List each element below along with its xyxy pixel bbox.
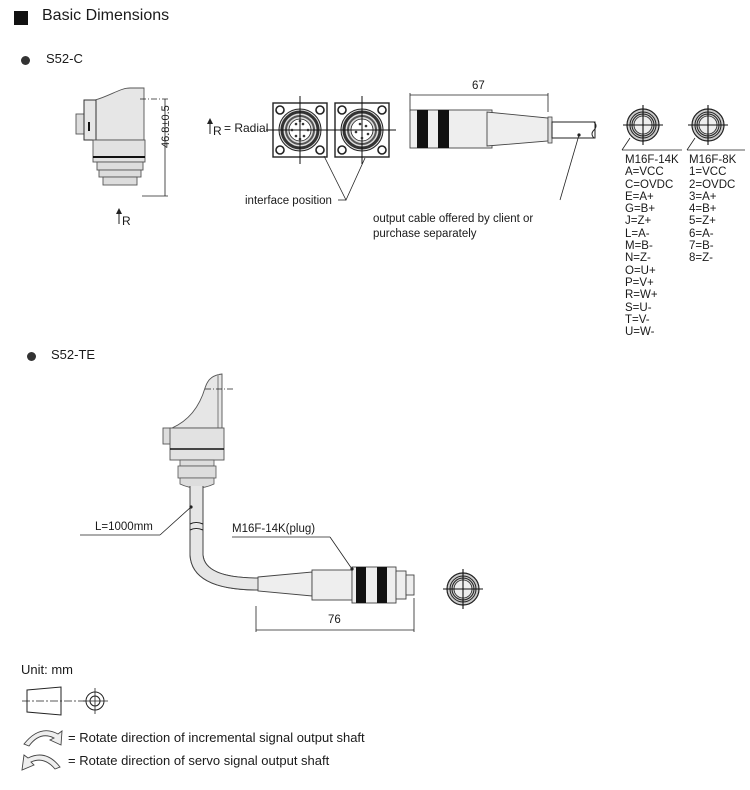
pin-assignment: G=B+ — [625, 203, 656, 216]
s52c-connector-drawing — [409, 93, 597, 201]
connector-face-8k — [326, 94, 398, 166]
projection-symbol-icon — [22, 686, 108, 716]
section-title-s52te: S52-TE — [51, 347, 96, 362]
interface-position-label: interface position — [245, 195, 332, 207]
pin-assignment: N=Z- — [625, 252, 651, 265]
height-dimension: 46.8±0.5 — [160, 105, 172, 148]
pin-assignment: J=Z+ — [625, 215, 652, 228]
unit-label: Unit: mm — [21, 662, 73, 677]
pin-assignment: 4=B+ — [689, 203, 717, 216]
s52c-encoder-drawing — [75, 87, 168, 224]
pin-assignment: U=W- — [625, 326, 655, 339]
plug-length-dimension: 76 — [328, 614, 341, 626]
plug-face-icon — [442, 568, 484, 610]
bullet-icon — [27, 352, 36, 361]
pin-assignment: O=U+ — [625, 264, 656, 277]
pin-assignment: M=B- — [625, 240, 653, 253]
servo-rotation-text: = Rotate direction of servo signal outpu… — [68, 753, 330, 768]
radial-arrow-label: R — [122, 214, 131, 228]
pin-assignment: R=W+ — [625, 289, 658, 302]
pin-assignment: 7=B- — [689, 240, 714, 253]
pin-assignment: T=V- — [625, 313, 650, 326]
pin-assignment: 6=A- — [689, 227, 714, 240]
cable-length-label: L=1000mm — [95, 521, 153, 533]
page-title: Basic Dimensions — [42, 7, 170, 24]
radial-legend-symbol: R — [213, 124, 222, 138]
connector-length-dimension: 67 — [472, 80, 485, 92]
pin-assignment: 2=OVDC — [689, 178, 736, 191]
pin-assignment: 3=A+ — [689, 190, 717, 203]
pin-assignment: 5=Z+ — [689, 215, 716, 228]
pin-assignment: 1=VCC — [689, 166, 727, 179]
pinout-model: M16F-8K — [689, 154, 737, 166]
clockwise-arrow-icon — [23, 730, 63, 747]
cable-note-line1: output cable offered by client or — [373, 213, 534, 225]
radial-legend-text: = Radial — [224, 121, 269, 135]
pin-assignment: C=OVDC — [625, 178, 674, 191]
pin-assignment: 8=Z- — [689, 252, 713, 265]
counterclockwise-arrow-icon — [21, 754, 61, 771]
section-title-s52c: S52-C — [46, 51, 83, 66]
pinout-model: M16F-14K — [625, 154, 679, 166]
pin-assignment: L=A- — [625, 227, 650, 240]
pin-assignment: A=VCC — [625, 166, 664, 179]
bullet-icon — [21, 56, 30, 65]
pin-assignment: P=V+ — [625, 276, 654, 289]
incremental-rotation-text: = Rotate direction of incremental signal… — [68, 730, 365, 745]
black-square-icon — [14, 11, 28, 25]
cable-note-line2: purchase separately — [373, 228, 477, 240]
pin-assignment: S=U- — [625, 301, 652, 314]
s52te-encoder-drawing — [80, 373, 415, 632]
connector-face-14k — [264, 94, 336, 166]
pin-assignment: E=A+ — [625, 190, 654, 203]
plug-label: M16F-14K(plug) — [232, 523, 316, 535]
